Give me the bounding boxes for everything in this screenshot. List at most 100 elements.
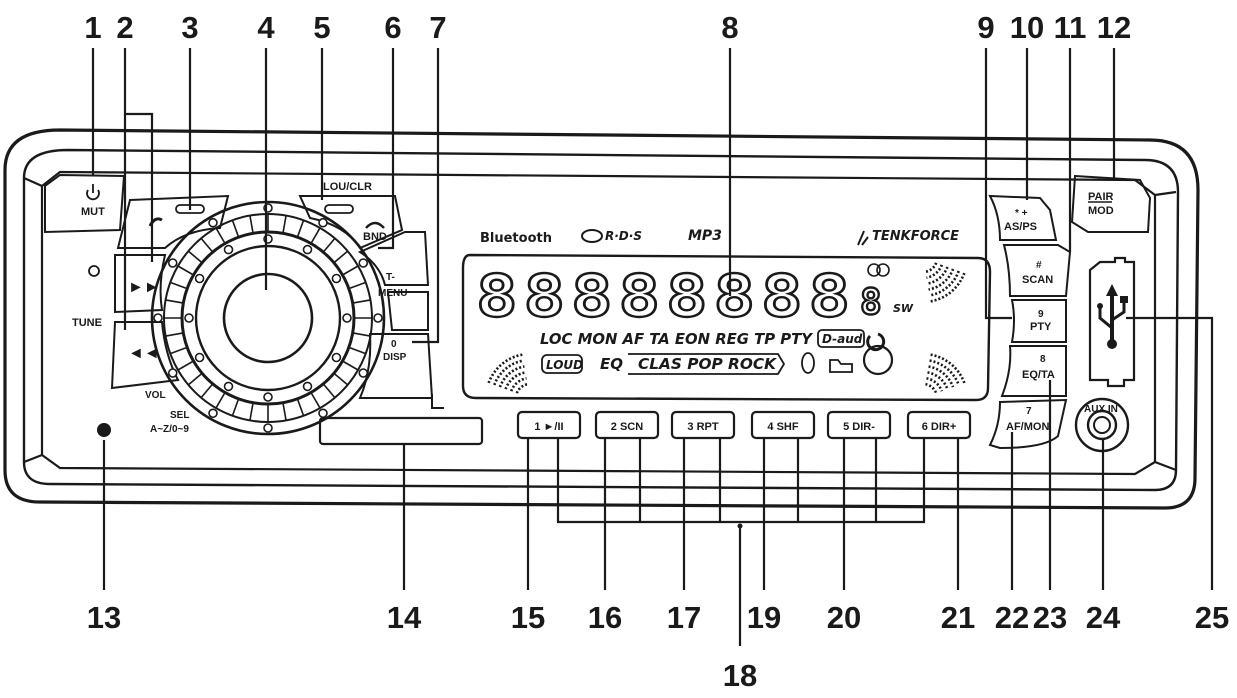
knob-dot bbox=[263, 423, 273, 433]
rewind-button[interactable] bbox=[110, 321, 180, 390]
knob-ridge bbox=[249, 215, 254, 234]
callout-16: 16 bbox=[588, 600, 622, 635]
knob-ridge bbox=[322, 237, 336, 253]
level-meter-arc bbox=[926, 377, 944, 392]
preset-button-2[interactable] bbox=[594, 410, 660, 440]
callout-24: 24 bbox=[1086, 600, 1121, 635]
callout-17: 17 bbox=[667, 600, 701, 635]
preset-label-1: 1 ►/II bbox=[534, 421, 563, 433]
callout-8: 8 bbox=[721, 10, 738, 45]
loud-badge bbox=[541, 354, 583, 374]
preset-button-1[interactable] bbox=[516, 410, 582, 440]
phone-icon bbox=[148, 217, 163, 227]
as-ps-label: AS/PS bbox=[1004, 221, 1037, 233]
callout-6: 6 bbox=[384, 10, 401, 45]
knob-dot bbox=[302, 381, 313, 392]
knob-dot bbox=[167, 368, 178, 378]
mut-button[interactable] bbox=[44, 173, 126, 234]
hangup-icon bbox=[365, 221, 385, 229]
pair-mod-button[interactable] bbox=[1070, 174, 1152, 233]
rds-logo: R·D·S bbox=[605, 229, 642, 243]
preset-button-4[interactable] bbox=[750, 410, 816, 440]
eq-bracket bbox=[628, 353, 786, 375]
level-meter-arc bbox=[929, 359, 960, 386]
knob-dot bbox=[194, 352, 205, 363]
knob-ridge bbox=[310, 227, 321, 244]
card-slot[interactable] bbox=[318, 416, 484, 446]
preset-button-3[interactable] bbox=[670, 410, 736, 440]
disp-label: DISP bbox=[383, 352, 407, 363]
af-mon-button[interactable] bbox=[988, 398, 1068, 450]
level-meter-arc bbox=[930, 353, 966, 384]
usb-port[interactable] bbox=[1088, 256, 1136, 388]
knob-ridge bbox=[333, 250, 349, 264]
callout-1: 1 bbox=[84, 10, 101, 45]
knob-ridge bbox=[200, 383, 214, 399]
t-menu-label-1: T- bbox=[386, 272, 395, 283]
aux-in-label: AUX IN bbox=[1084, 404, 1118, 415]
knob-ridge bbox=[177, 265, 194, 276]
eq-ta-top: 8 bbox=[1040, 354, 1046, 365]
scan-label: SCAN bbox=[1022, 274, 1053, 286]
level-meter-arc bbox=[930, 272, 966, 303]
callout-19: 19 bbox=[747, 600, 781, 635]
as-ps-top: * + bbox=[1015, 208, 1028, 219]
pty-top: 9 bbox=[1038, 309, 1044, 320]
preset-button-6[interactable] bbox=[906, 410, 972, 440]
volume-knob[interactable] bbox=[150, 200, 386, 436]
callout-12: 12 bbox=[1097, 10, 1131, 45]
faceplate-outer bbox=[3, 128, 1200, 510]
callout-4: 4 bbox=[257, 10, 275, 45]
af-mon-top: 7 bbox=[1026, 406, 1032, 417]
knob-ridge bbox=[165, 299, 184, 304]
disc-icon bbox=[862, 344, 894, 376]
as-ps-button[interactable] bbox=[988, 194, 1058, 241]
display-row-1: LOC MON AF TA EON REG TP PTY bbox=[540, 330, 814, 348]
segment-digit: 8 bbox=[860, 282, 882, 323]
usb-icon bbox=[1097, 284, 1128, 349]
scan-button[interactable] bbox=[1002, 244, 1072, 297]
bluetooth-logo: Bluetooth bbox=[480, 231, 552, 246]
cd-icon bbox=[866, 332, 886, 352]
knob-dot bbox=[318, 408, 328, 419]
eq-ta-button[interactable] bbox=[1000, 345, 1067, 397]
reset-hole[interactable] bbox=[88, 265, 100, 277]
callout-18: 18 bbox=[723, 658, 757, 693]
knob-ridge bbox=[342, 265, 359, 276]
preset-label-6: 6 DIR+ bbox=[922, 421, 957, 433]
preset-button-5[interactable] bbox=[826, 410, 892, 440]
callout-14: 14 bbox=[387, 600, 422, 635]
knob-ridge bbox=[231, 219, 240, 238]
knob-dot bbox=[208, 408, 218, 419]
knob-ridge bbox=[348, 281, 367, 290]
knob-ridge bbox=[352, 332, 371, 337]
t-menu-button[interactable] bbox=[386, 291, 429, 331]
knob-dot bbox=[223, 244, 234, 255]
knob-ridge bbox=[342, 360, 359, 371]
knob-ridge bbox=[187, 250, 203, 264]
disp-number: 0 bbox=[391, 339, 397, 350]
mod-label: MOD bbox=[1088, 205, 1114, 217]
callout-25: 25 bbox=[1195, 600, 1229, 635]
knob-dot bbox=[194, 273, 205, 284]
preset-label-2: 2 SCN bbox=[611, 421, 643, 433]
rds-icon bbox=[581, 229, 603, 243]
eq-label: EQ bbox=[600, 355, 623, 373]
preset-label-3: 3 RPT bbox=[687, 421, 718, 433]
pty-button[interactable] bbox=[1010, 299, 1067, 343]
knob-dot bbox=[184, 313, 194, 323]
fast-forward-button[interactable] bbox=[114, 254, 167, 314]
stereo-icon bbox=[867, 263, 890, 277]
callout-21: 21 bbox=[941, 600, 975, 635]
callout-23: 23 bbox=[1033, 600, 1067, 635]
lcd-display bbox=[461, 253, 992, 402]
callout-5: 5 bbox=[313, 10, 330, 45]
callout-9: 9 bbox=[977, 10, 994, 45]
knob-ridge bbox=[296, 219, 305, 238]
knob-ridge bbox=[169, 281, 188, 290]
pair-label: PAIR bbox=[1088, 191, 1114, 203]
knob-ridge bbox=[165, 332, 184, 337]
af-mon-label: AF/MON bbox=[1006, 421, 1049, 433]
loud-label: LOUD bbox=[546, 358, 583, 372]
